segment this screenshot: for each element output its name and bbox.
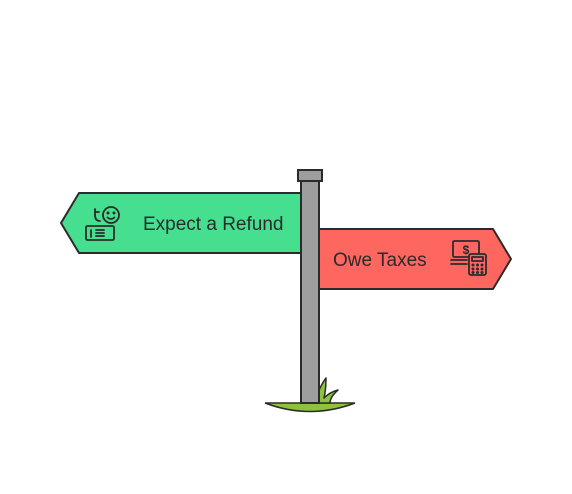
pole: [297, 169, 323, 404]
left-sign: Expect a Refund: [60, 192, 302, 254]
right-sign-label: Owe Taxes: [333, 250, 427, 271]
smiling-person-receipt-icon: [85, 206, 120, 241]
left-sign-label: Expect a Refund: [143, 214, 283, 235]
svg-text:$: $: [463, 243, 470, 257]
money-calculator-icon: $: [450, 240, 487, 276]
right-sign: Owe Taxes $: [318, 228, 512, 290]
